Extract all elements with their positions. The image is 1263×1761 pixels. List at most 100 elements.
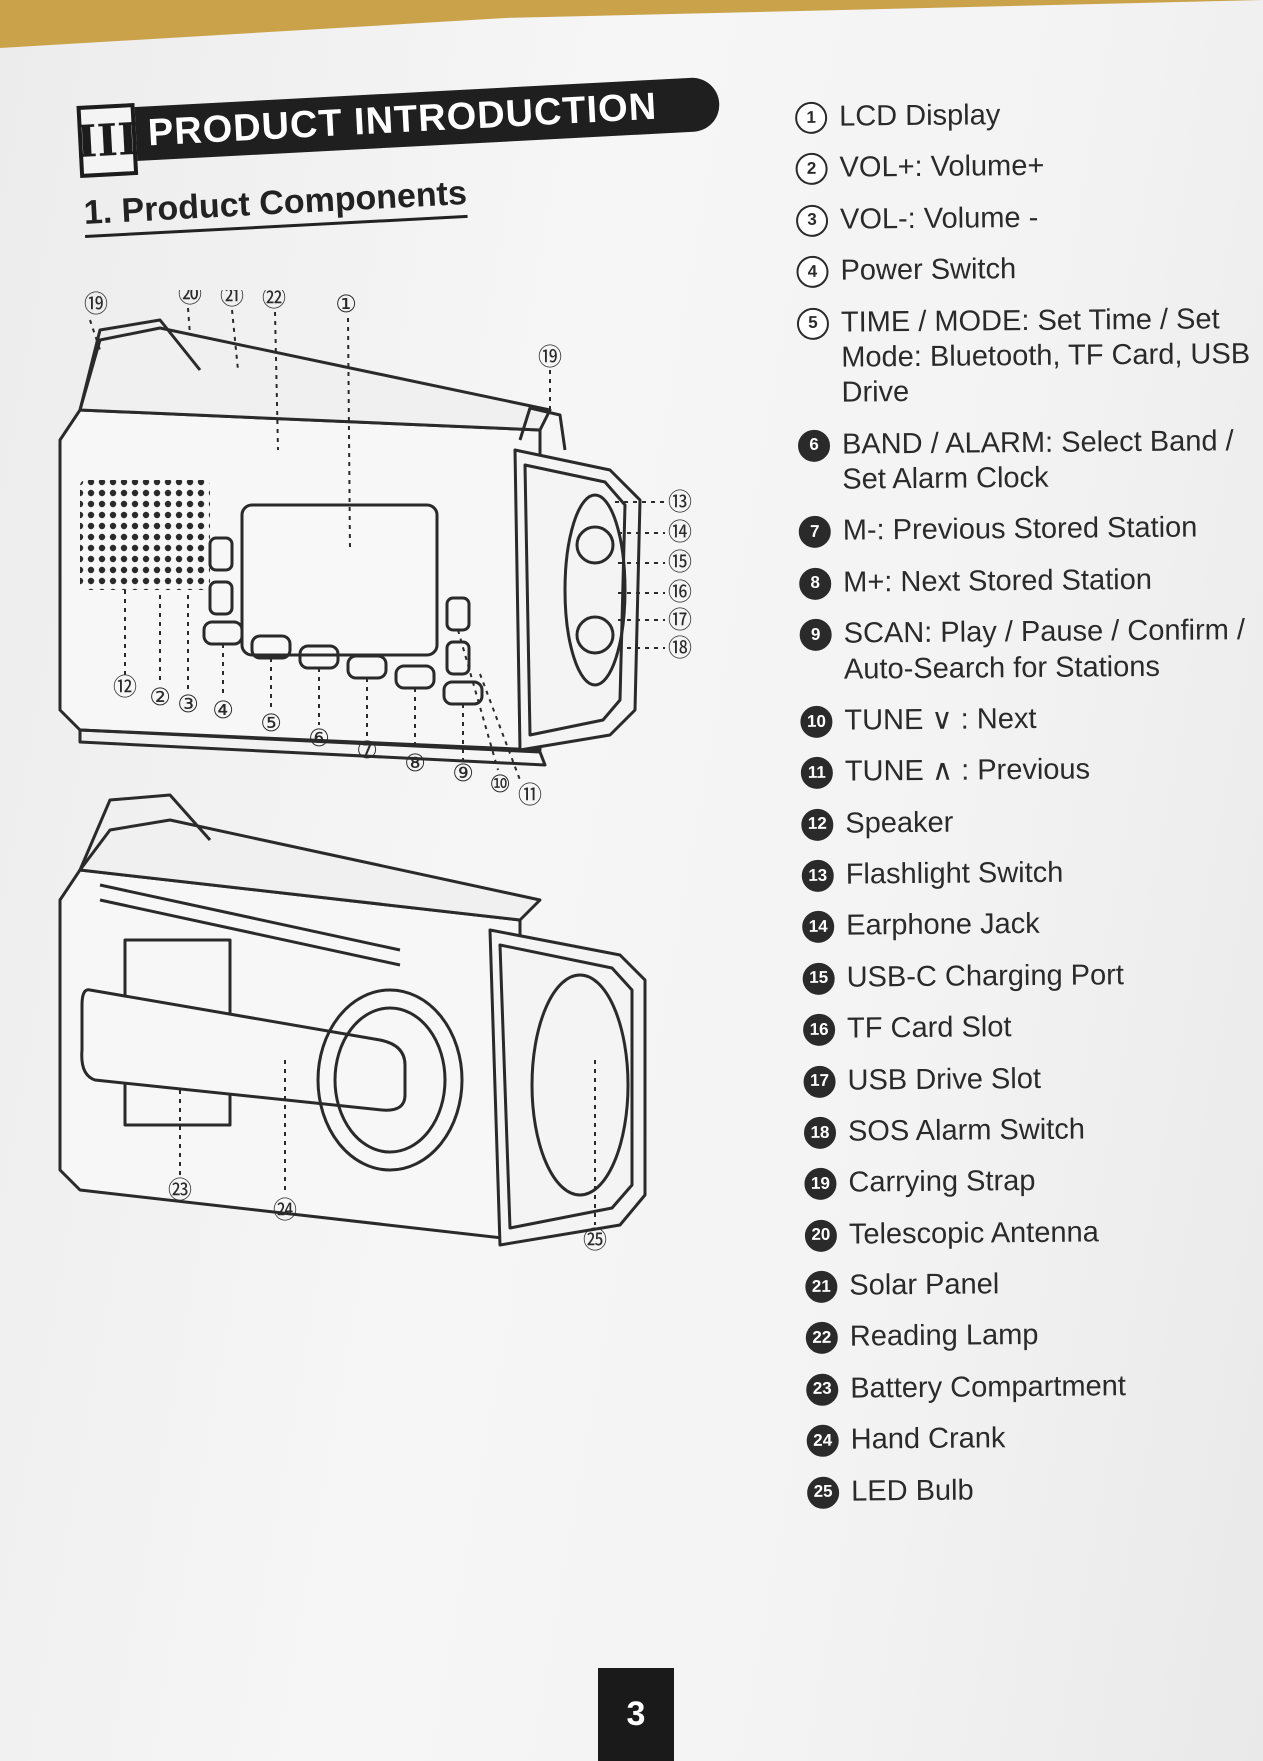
front-bottom-edge <box>78 728 547 767</box>
component-item-8: 8 M+: Next Stored Station <box>799 562 1259 601</box>
component-item-25: 25 LED Bulb <box>807 1470 1263 1509</box>
callout-8: ⑧ <box>404 749 426 777</box>
component-label: Battery Compartment <box>850 1369 1126 1405</box>
callout-24: ㉔ <box>273 1196 297 1224</box>
component-label: Flashlight Switch <box>845 856 1064 891</box>
callout-5: ⑤ <box>260 709 282 737</box>
component-item-24: 24 Hand Crank <box>806 1419 1263 1458</box>
component-item-7: 7 M-: Previous Stored Station <box>798 510 1259 549</box>
led-bulb-lens <box>530 973 630 1197</box>
component-number: 25 <box>807 1476 840 1509</box>
section-header-title: PRODUCT INTRODUCTION <box>128 76 721 162</box>
component-item-15: 15 USB-C Charging Port <box>802 957 1263 996</box>
callout-1: ① <box>335 290 357 318</box>
component-label: VOL+: Volume+ <box>839 150 1045 184</box>
component-item-5: 5 TIME / MODE: Set Time / Set Mode: Bluet… <box>796 301 1258 411</box>
callout-23: ㉓ <box>168 1176 192 1204</box>
component-item-22: 22 Reading Lamp <box>805 1316 1263 1355</box>
callout-9: ⑨ <box>452 759 474 787</box>
callout-2: ② <box>149 683 171 711</box>
section-header-roman: III <box>75 103 139 178</box>
component-number: 15 <box>802 962 835 995</box>
component-number: 22 <box>805 1322 838 1355</box>
component-label: M-: Previous Stored Station <box>842 511 1198 547</box>
component-number: 5 <box>796 307 830 340</box>
component-number: 2 <box>795 153 828 186</box>
callout-15: ⑮ <box>668 548 692 576</box>
component-number: 24 <box>806 1424 839 1458</box>
component-number: 7 <box>798 516 831 549</box>
component-label: TIME / MODE: Set Time / Set Mode: Blueto… <box>840 302 1251 409</box>
crank-hub <box>316 988 464 1172</box>
component-label: TUNE ∧ : Previous <box>844 753 1091 788</box>
component-label: Telescopic Antenna <box>848 1216 1099 1251</box>
callout-11: ⑪ <box>518 781 542 809</box>
callout-18: ⑱ <box>668 634 692 662</box>
component-item-13: 13 Flashlight Switch <box>801 854 1262 893</box>
component-item-1: 1 LCD Display <box>795 96 1255 135</box>
component-item-21: 21 Solar Panel <box>805 1265 1263 1304</box>
callout-22: ㉒ <box>262 290 286 312</box>
crank-arm <box>80 988 407 1112</box>
component-number: 10 <box>800 705 833 738</box>
component-number: 21 <box>805 1270 838 1303</box>
component-label: TUNE ∨ : Next <box>844 702 1037 737</box>
component-item-10: 10 TUNE ∨ : Next <box>800 700 1260 739</box>
component-number: 19 <box>804 1167 837 1201</box>
component-label: Hand Crank <box>850 1422 1006 1456</box>
section-header: PRODUCT INTRODUCTION III <box>75 74 721 178</box>
back-top-panel <box>78 818 542 922</box>
component-number: 6 <box>797 429 831 462</box>
component-label: USB-C Charging Port <box>846 958 1125 994</box>
back-right-cap <box>488 928 647 1247</box>
component-label: M+: Next Stored Station <box>843 563 1153 599</box>
component-label: Solar Panel <box>849 1268 1000 1302</box>
callout-6: ⑥ <box>308 724 330 752</box>
callout-10: ⑩ <box>489 770 511 798</box>
callout-3: ③ <box>177 690 199 718</box>
component-label: SOS Alarm Switch <box>847 1113 1086 1148</box>
front-side-oval <box>563 493 627 687</box>
component-number: 1 <box>795 101 828 134</box>
callout-19a: ⑲ <box>84 290 108 318</box>
component-label: Reading Lamp <box>849 1319 1039 1353</box>
callout-20: ⑳ <box>178 290 202 308</box>
lcd-display <box>240 503 439 657</box>
component-number: 3 <box>795 204 829 237</box>
speaker-grille <box>80 480 210 590</box>
component-item-6: 6 BAND / ALARM: Select Band / Set Alarm C… <box>797 424 1259 499</box>
component-item-11: 11 TUNE ∧ : Previous <box>800 751 1261 790</box>
component-label: SCAN: Play / Pause / Confirm / Auto-Sear… <box>843 614 1246 686</box>
component-label: LED Bulb <box>851 1473 974 1508</box>
component-number: 18 <box>803 1116 837 1149</box>
component-item-2: 2 VOL+: Volume+ <box>795 147 1255 186</box>
component-number: 12 <box>801 808 834 841</box>
component-item-12: 12 Speaker <box>801 803 1261 842</box>
component-number: 8 <box>799 567 832 600</box>
component-label: USB Drive Slot <box>847 1062 1042 1097</box>
component-label: Power Switch <box>840 253 1017 287</box>
component-label: Earphone Jack <box>846 908 1040 942</box>
back-handle <box>78 793 212 871</box>
component-label: LCD Display <box>839 99 1001 133</box>
component-item-18: 18 SOS Alarm Switch <box>803 1111 1263 1150</box>
callout-14: ⑭ <box>668 518 692 546</box>
callout-7: ⑦ <box>356 736 378 764</box>
callout-21: ㉑ <box>220 290 244 310</box>
component-number: 13 <box>801 859 834 892</box>
component-number: 11 <box>800 756 834 790</box>
front-handle <box>78 318 202 411</box>
callout-4: ④ <box>212 696 234 724</box>
component-label: Speaker <box>845 806 954 840</box>
component-label: BAND / ALARM: Select Band / Set Alarm Cl… <box>841 424 1234 496</box>
